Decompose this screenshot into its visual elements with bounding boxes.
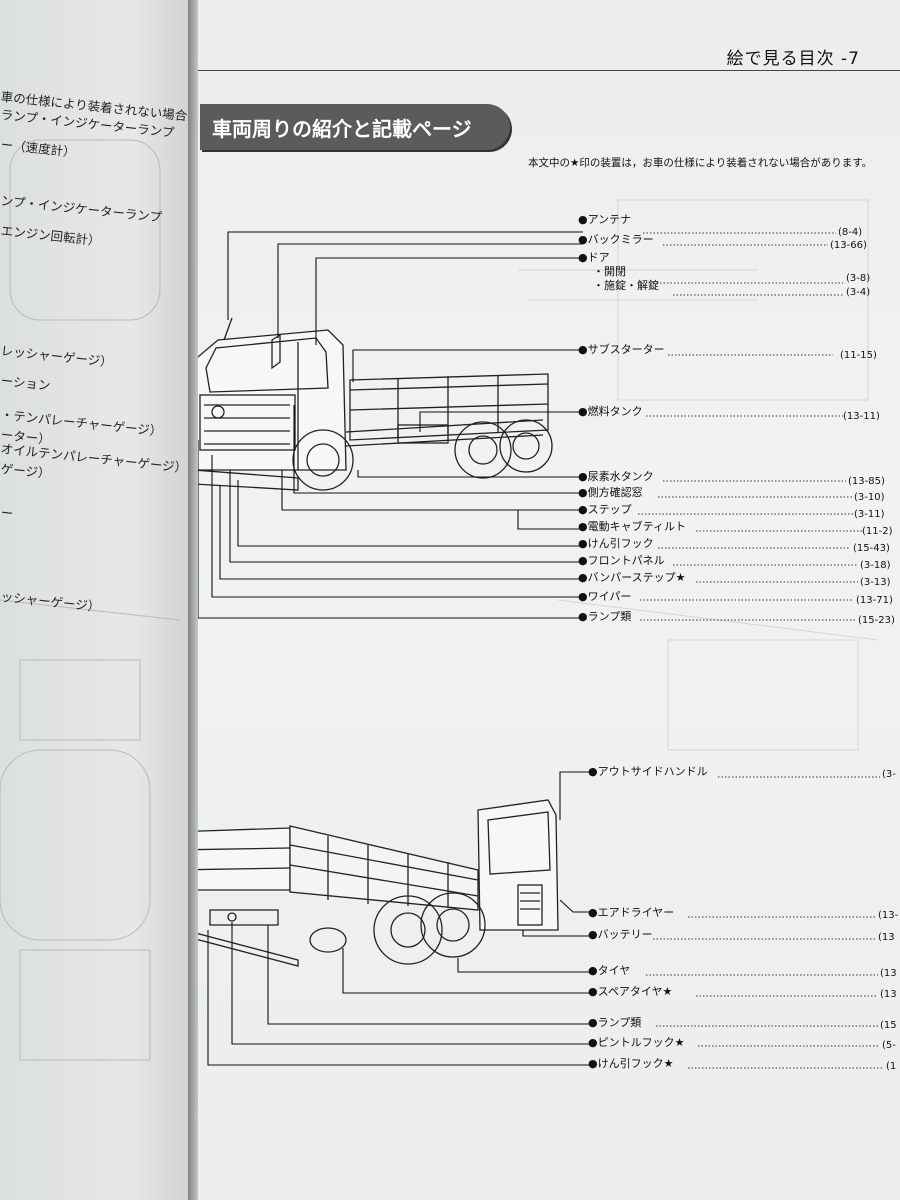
- ref-fuel-tank: (13-11): [843, 411, 880, 422]
- ref-wiper: (13-71): [856, 595, 893, 606]
- ref-battery: (13: [878, 932, 895, 943]
- callout-door-open: ・開閉: [593, 265, 626, 278]
- rear-truck-diagram: [198, 771, 884, 1069]
- callout-lamps: ●ランプ類: [578, 610, 632, 623]
- section-title: 車両周りの紹介と記載ページ: [200, 104, 510, 150]
- ref-door-lock: (3-4): [846, 287, 871, 298]
- left-page: 車の仕様により装着されない場合があ ランプ・インジケーターランプ ー（速度計） …: [0, 0, 192, 1200]
- ref-side-window: (3-10): [854, 492, 885, 503]
- front-truck-diagram: [198, 231, 863, 621]
- callout-wiper: ●ワイパー: [578, 590, 632, 603]
- callout-cab-tilt: ●電動キャブティルト: [578, 520, 686, 533]
- ref-front-panel: (3-18): [860, 560, 891, 571]
- ref-cab-tilt: (11-2): [862, 526, 893, 537]
- callout-front-panel: ●フロントパネル: [578, 554, 665, 567]
- left-page-ghost-illustration: [0, 139, 181, 1061]
- callout-fuel-tank: ●燃料タンク: [578, 405, 643, 418]
- ref-antenna: (8-4): [838, 227, 863, 238]
- callout-rear-tow-hook: ●けん引フック★: [588, 1057, 674, 1070]
- callout-pintle-hook: ●ピントルフック★: [588, 1036, 685, 1049]
- ref-tire: (13: [880, 968, 897, 979]
- ref-back-mirror: (13-66): [830, 240, 867, 251]
- callout-bumper-step: ●バンパーステップ★: [578, 571, 686, 584]
- ref-tow-hook: (15-43): [853, 543, 890, 554]
- ref-step: (3-11): [854, 509, 885, 520]
- callout-outside-handle: ●アウトサイドハンドル: [588, 765, 708, 778]
- callout-door: ●ドア: [578, 251, 610, 264]
- callout-urea-tank: ●尿素水タンク: [578, 470, 654, 483]
- ref-sub-starter: (11-15): [840, 350, 877, 361]
- callout-side-window: ●側方確認窓: [578, 486, 643, 499]
- callout-back-mirror: ●バックミラー: [578, 233, 654, 246]
- ref-outside-handle: (3-: [882, 769, 896, 780]
- ref-spare-tire: (13: [880, 989, 897, 1000]
- callout-air-dryer: ●エアドライヤー: [588, 906, 675, 919]
- ref-door-open: (3-8): [846, 273, 871, 284]
- callout-step: ●ステップ: [578, 503, 632, 516]
- ref-urea-tank: (13-85): [848, 476, 885, 487]
- show-through-ghost: [518, 199, 879, 751]
- callout-tow-hook: ●けん引フック: [578, 537, 654, 550]
- ref-air-dryer: (13-: [878, 910, 899, 921]
- ref-bumper-step: (3-13): [860, 577, 891, 588]
- callout-sub-starter: ●サブスターター: [578, 343, 665, 356]
- callout-battery: ●バッテリー: [588, 928, 653, 941]
- callout-rear-lamps: ●ランプ類: [588, 1016, 642, 1029]
- ref-lamps: (15-23): [858, 615, 895, 626]
- right-page: 絵で見る目次 -7 車両周りの紹介と記載ページ 本文中の★印の装置は，お車の仕様…: [198, 0, 900, 1200]
- callout-door-lock: ・施錠・解錠: [593, 279, 659, 292]
- ref-rear-lamps: (15: [880, 1020, 897, 1031]
- left-text-line: ー: [0, 504, 15, 522]
- page-header-title: 絵で見る目次 -7: [726, 49, 860, 69]
- callout-tire: ●タイヤ: [588, 964, 631, 977]
- note-text: 本文中の★印の装置は，お車の仕様により装着されない場合があります。: [528, 157, 873, 169]
- callout-antenna: ●アンテナ: [578, 213, 632, 226]
- callout-spare-tire: ●スペアタイヤ★: [588, 985, 673, 998]
- ref-rear-tow-hook: (1: [886, 1061, 897, 1072]
- header-rule: [198, 70, 900, 71]
- ref-pintle-hook: (5-: [882, 1040, 896, 1051]
